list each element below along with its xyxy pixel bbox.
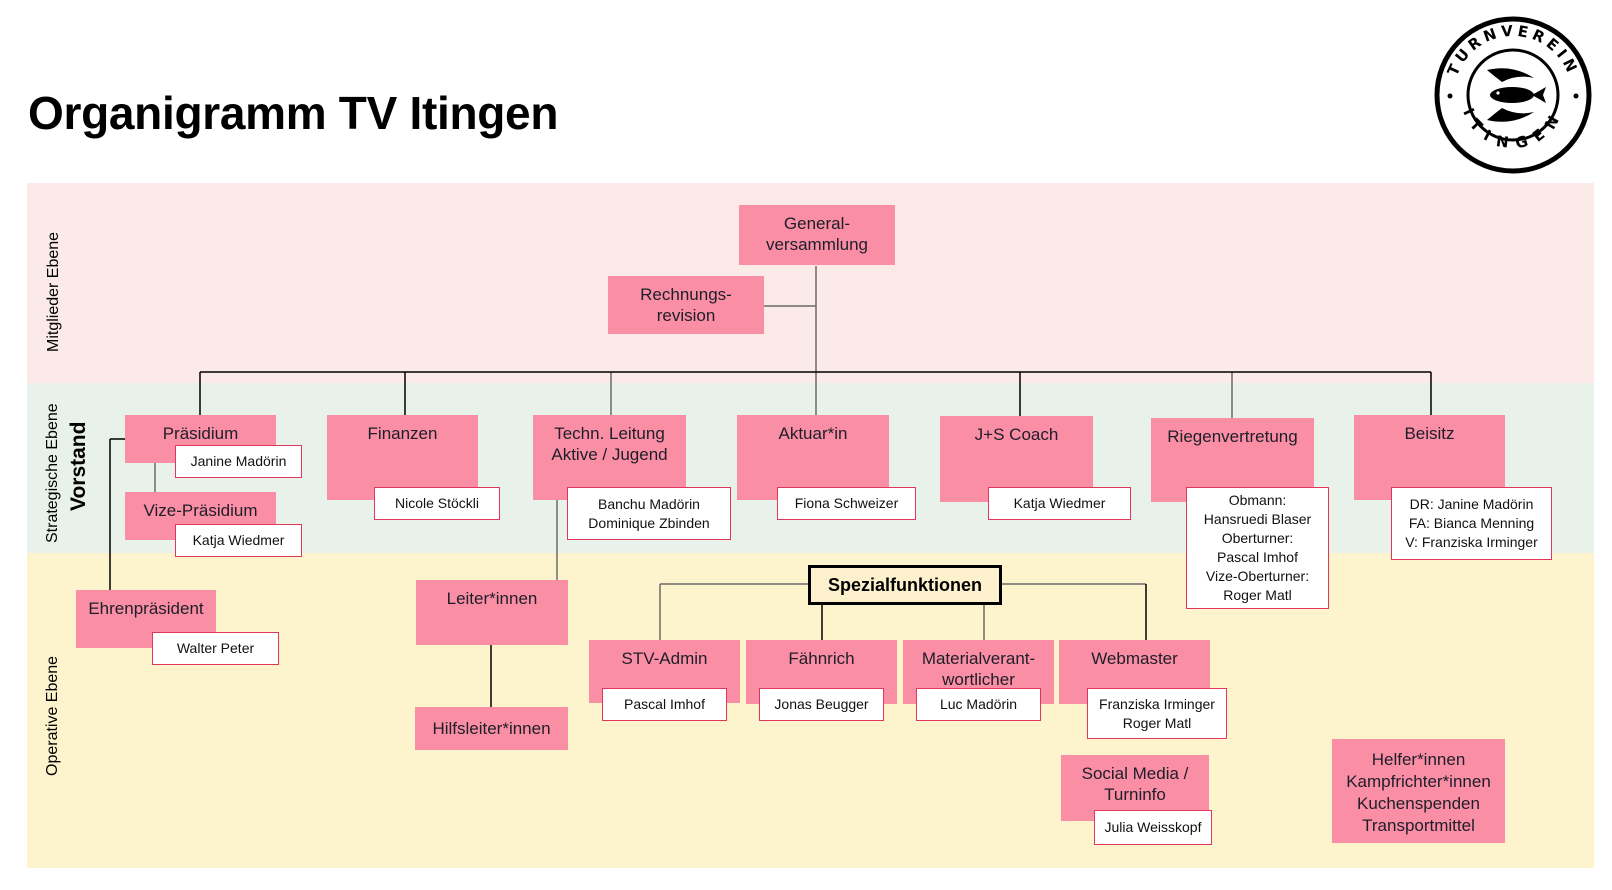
audit-box[interactable]: Rechnungs- revision — [608, 276, 764, 334]
vice-presidium-person: Katja Wiedmer — [175, 524, 302, 557]
finance-role: Finanzen — [367, 424, 438, 443]
person-name: Banchu Madörin — [598, 495, 700, 512]
person-name: Roger Matl — [1122, 714, 1192, 731]
beisitz-role: Beisitz — [1404, 424, 1455, 443]
riegen-role: Riegenvertretung — [1167, 427, 1298, 446]
secretary-box[interactable]: Aktuar*in — [737, 415, 889, 500]
webmaster-people: Franziska Irminger Roger Matl — [1087, 688, 1227, 739]
js-coach-person: Katja Wiedmer — [988, 487, 1131, 520]
presidium-role: Präsidium — [162, 424, 239, 443]
general-assembly-box[interactable]: General- versammlung — [739, 205, 895, 265]
leaders-box[interactable]: Leiter*innen — [416, 580, 568, 645]
person-name: Hansruedi Blaser — [1203, 511, 1312, 527]
secretary-person: Fiona Schweizer — [777, 487, 916, 520]
cake-donations-line: Kuchenspenden — [1357, 794, 1480, 813]
person-label: Vize-Oberturner: — [1205, 568, 1310, 584]
vice-presidium-role: Vize-Präsidium — [143, 501, 258, 520]
person-name: Roger Matl — [1223, 587, 1292, 603]
technical-lead-role-2: Aktive / Jugend — [551, 445, 668, 464]
general-assembly-line-1: General- — [783, 214, 851, 233]
assistant-leaders-label: Hilfsleiter*innen — [432, 719, 551, 738]
person-name: Jonas Beugger — [774, 696, 869, 712]
secretary-role: Aktuar*in — [778, 424, 848, 443]
stv-admin-person: Pascal Imhof — [602, 688, 727, 721]
flag-bearer-role: Fähnrich — [788, 649, 855, 668]
riegen-people: Obmann: Hansruedi Blaser Oberturner: Pas… — [1186, 487, 1329, 609]
technical-lead-box[interactable]: Techn. Leitung Aktive / Jugend — [533, 415, 686, 500]
person-name: Walter Peter — [176, 640, 255, 656]
club-logo: TURNVEREIN ITINGEN — [1434, 16, 1592, 174]
person-label: Obmann: — [1228, 492, 1287, 508]
swallow-fish-emblem-icon — [1487, 68, 1546, 122]
person-name: Katja Wiedmer — [1013, 495, 1106, 511]
general-assembly-line-2: versammlung — [765, 235, 869, 254]
person-name: Franziska Irminger — [1099, 695, 1215, 712]
social-media-role-2: Turninfo — [1104, 785, 1166, 804]
person-name: Julia Weisskopf — [1104, 819, 1202, 835]
transport-line: Transportmittel — [1362, 816, 1475, 835]
js-coach-role: J+S Coach — [974, 425, 1059, 444]
special-functions-header[interactable]: Spezialfunktionen — [808, 565, 1002, 605]
social-media-role-1: Social Media / — [1081, 764, 1189, 783]
honorary-president-person: Walter Peter — [152, 632, 279, 665]
person-name: Janine Madörin — [190, 453, 287, 469]
judges-line: Kampfrichter*innen — [1346, 772, 1491, 791]
person-name: Katja Wiedmer — [192, 532, 285, 548]
leaders-label: Leiter*innen — [446, 589, 538, 608]
flag-bearer-person: Jonas Beugger — [759, 688, 884, 721]
honorary-president-role: Ehrenpräsident — [88, 599, 204, 618]
webmaster-role: Webmaster — [1091, 649, 1178, 668]
helpers-box[interactable]: Helfer*innen Kampfrichter*innen Kuchensp… — [1332, 739, 1505, 843]
material-manager-role-2: wortlicher — [942, 670, 1015, 689]
social-media-person: Julia Weisskopf — [1094, 810, 1212, 845]
finance-person: Nicole Stöckli — [374, 487, 500, 520]
person-name: Fiona Schweizer — [794, 495, 899, 511]
person-name: Luc Madörin — [939, 696, 1018, 712]
technical-lead-people: Banchu Madörin Dominique Zbinden — [567, 487, 731, 540]
page-title: Organigramm TV Itingen — [28, 87, 559, 139]
person-name: FA: Bianca Menning — [1408, 515, 1535, 531]
person-label: Oberturner: — [1221, 530, 1294, 546]
presidium-person: Janine Madörin — [175, 445, 302, 478]
audit-line-2: revision — [656, 306, 716, 325]
person-name: Dominique Zbinden — [588, 514, 710, 531]
beisitz-people: DR: Janine Madörin FA: Bianca Menning V:… — [1391, 487, 1552, 560]
person-name: Nicole Stöckli — [394, 495, 480, 511]
person-name: V: Franziska Irminger — [1405, 534, 1538, 550]
helpers-line: Helfer*innen — [1371, 750, 1466, 769]
finance-box[interactable]: Finanzen — [327, 415, 478, 500]
person-name: Pascal Imhof — [624, 696, 705, 712]
stv-admin-role: STV-Admin — [621, 649, 708, 668]
beisitz-box[interactable]: Beisitz — [1354, 415, 1505, 500]
material-manager-person: Luc Madörin — [916, 688, 1041, 721]
material-manager-role-1: Materialverant- — [921, 649, 1036, 668]
person-name: Pascal Imhof — [1217, 549, 1298, 565]
assistant-leaders-box[interactable]: Hilfsleiter*innen — [415, 707, 568, 750]
audit-line-1: Rechnungs- — [640, 285, 732, 304]
honorary-president-box[interactable]: Ehrenpräsident — [76, 590, 216, 648]
technical-lead-role-1: Techn. Leitung — [554, 424, 665, 443]
person-name: DR: Janine Madörin — [1409, 496, 1534, 512]
